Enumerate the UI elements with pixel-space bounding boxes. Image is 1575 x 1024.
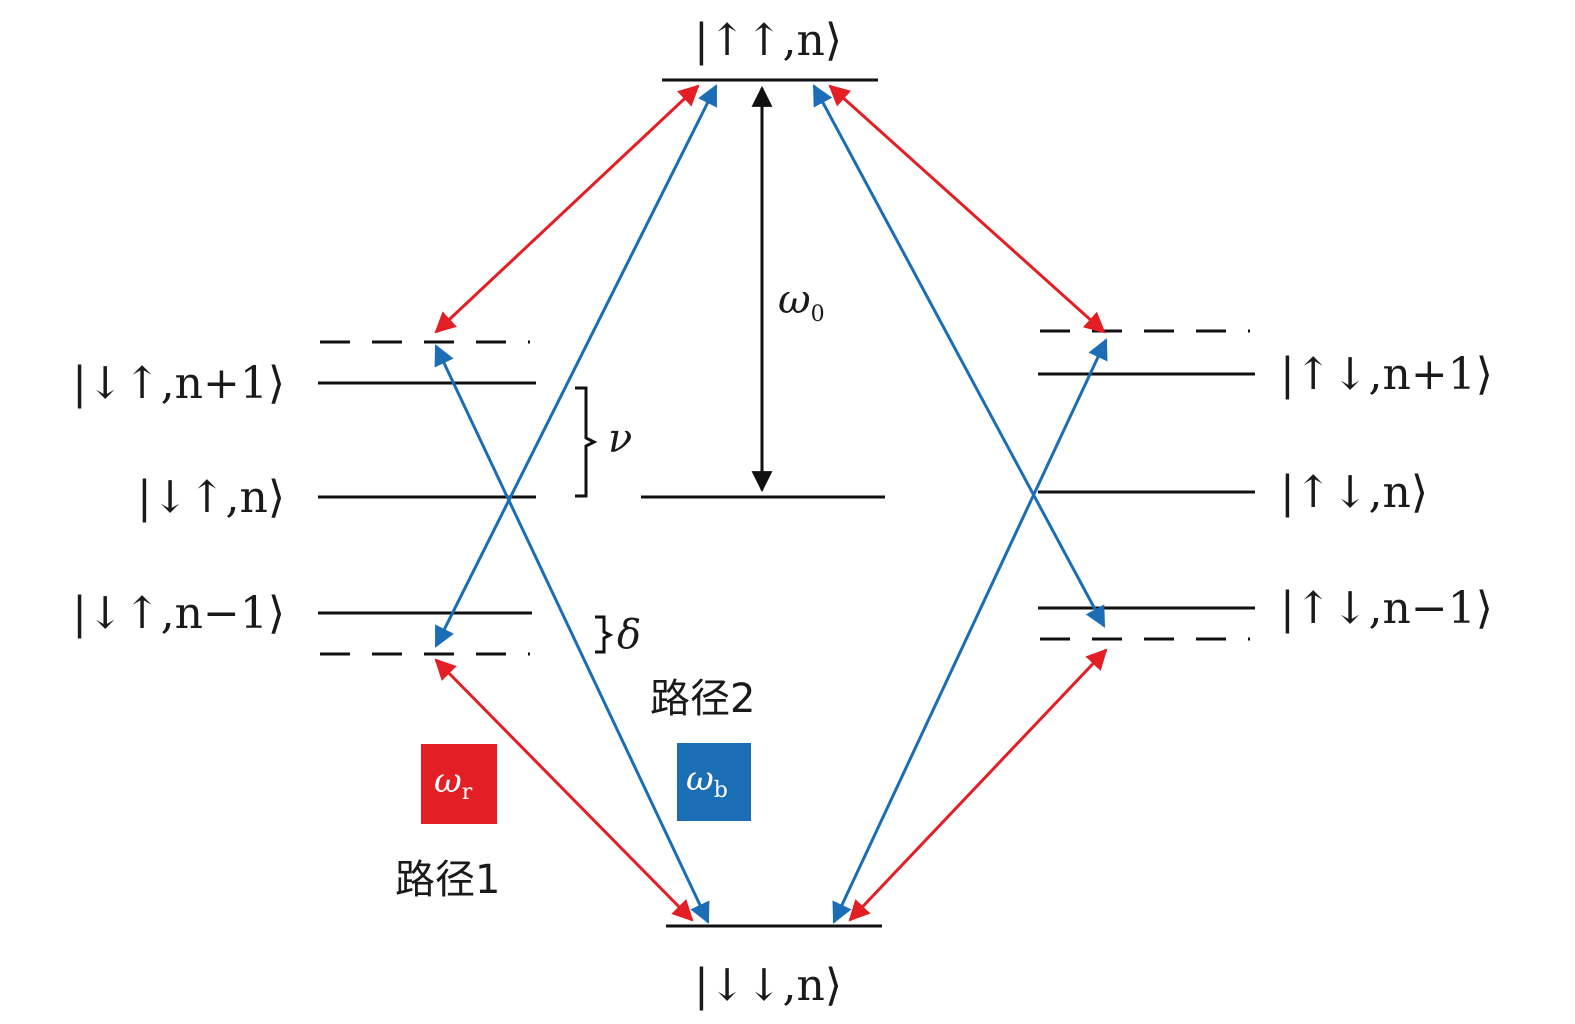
label-nu: ν (608, 416, 632, 462)
label-state-top: |↑↑,n⟩ (694, 15, 842, 66)
legend-red-box (421, 744, 497, 824)
legend-red-label: ωr (434, 761, 473, 805)
red-arrow-bottom-right (848, 648, 1108, 922)
label-state-right-n: |↑↓,n⟩ (1280, 467, 1428, 518)
label-state-left-n: |↓↑,n⟩ (137, 472, 285, 523)
label-omega0: ω0 (778, 277, 825, 327)
blue-arrow-top-to-left-lower (434, 84, 718, 648)
red-arrow-top-left (434, 84, 700, 334)
label-state-bottom: |↓↓,n⟩ (694, 960, 842, 1011)
legend-blue-label: ωb (686, 759, 728, 803)
blue-arrow-left-upper-to-bottom (434, 344, 710, 924)
label-path-1: 路径1 (395, 857, 500, 903)
blue-arrow-right-upper-to-bottom (832, 338, 1108, 924)
blue-arrow-top-to-right-lower (812, 84, 1106, 628)
legend-blue-box (677, 743, 751, 821)
nu-brace (575, 386, 598, 498)
delta-brace (595, 615, 614, 654)
label-state-left-n-minus-1: |↓↑,n−1⟩ (72, 588, 285, 639)
label-delta: δ (617, 612, 641, 658)
label-state-right-n-plus-1: |↑↓,n+1⟩ (1280, 349, 1493, 400)
label-state-left-n-plus-1: |↓↑,n+1⟩ (72, 358, 285, 409)
red-arrow-top-right (828, 84, 1106, 334)
label-state-right-n-minus-1: |↑↓,n−1⟩ (1280, 583, 1493, 634)
label-path-2: 路径2 (650, 676, 755, 722)
